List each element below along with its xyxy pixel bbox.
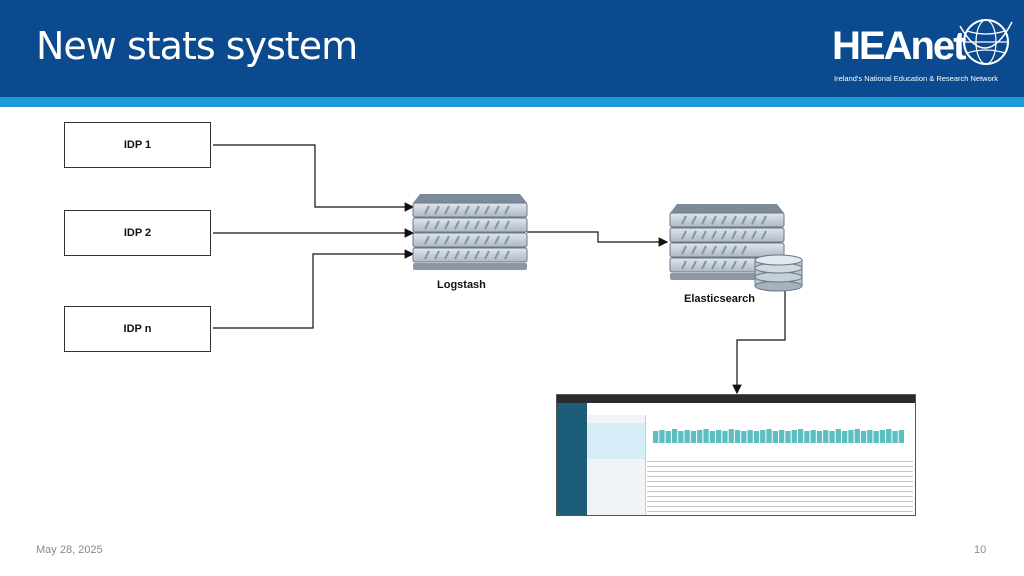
histogram-bar [760,430,766,443]
histogram-bar [653,431,659,443]
histogram-bar [772,431,778,443]
histogram-bar [659,430,665,443]
histogram-bar [722,431,728,443]
histogram-bar [810,430,816,443]
heanet-logo: HEAnet Ireland's National Education & Re… [830,12,1016,92]
histogram-bar [728,429,734,443]
arrow-idpn-logstash [213,249,415,329]
browser-bar [557,395,915,403]
histogram-bar [697,430,703,443]
arrow-elasticsearch-dashboard [732,284,786,395]
histogram-bar [779,430,785,443]
histogram-bar [766,429,772,443]
database-icon [754,254,803,292]
histogram-bar [829,431,835,443]
histogram-bar [747,430,753,443]
histogram-bar [886,429,892,443]
histogram-bar [753,431,760,443]
globe-icon [959,19,1013,65]
elasticsearch-label: Elasticsearch [684,293,755,305]
histogram-bar [848,430,854,443]
histogram-bar [797,429,804,443]
histogram-bar [892,431,898,443]
histogram-bar [835,429,841,443]
histogram-bar [867,430,873,443]
header-stripe [0,97,1024,107]
histogram-bar [804,431,810,443]
histogram-bar [823,430,829,443]
slide-title: New stats system [36,24,358,68]
elasticsearch-server-icon [669,204,803,292]
arrow-idp1-logstash [213,144,415,212]
histogram-bar [734,430,741,443]
slide-date: May 28, 2025 [36,544,103,556]
histogram-bar [860,431,867,443]
histogram-bar [873,431,879,443]
dashboard-panel-highlight [587,423,645,459]
histogram-bars [653,429,904,443]
document-list-lines [647,461,913,515]
histogram-bar [785,431,791,443]
histogram-bar [791,430,797,443]
histogram-bar [684,430,690,443]
idp-label: IDP 1 [123,139,152,151]
logstash-label: Logstash [437,279,486,291]
logo-tagline: Ireland's National Education & Research … [834,74,999,83]
histogram-bar [854,429,860,443]
histogram-bar [665,431,671,443]
histogram-bar [690,431,697,443]
histogram-bar [898,430,904,443]
idp-box-n: IDP n [64,306,211,352]
slide-header [0,0,1024,97]
histogram-bar [879,430,886,443]
histogram-bar [716,430,722,443]
histogram-bar [703,429,709,443]
idp-label: IDP n [123,323,152,335]
histogram-bar [671,429,678,443]
histogram-bar [709,431,715,443]
logstash-server-icon [412,194,528,270]
histogram-bar [816,431,823,443]
dashboard-sidebar [557,403,587,515]
slide-page-number: 10 [974,544,987,556]
idp-box-1: IDP 1 [64,122,211,168]
dashboard-screenshot [556,394,916,516]
idp-label: IDP 2 [123,227,152,239]
logo-wordmark: HEAnet [832,24,966,68]
histogram-bar [678,431,684,443]
arrow-logstash-elasticsearch [527,231,669,247]
histogram-bar [741,431,747,443]
histogram-thumbnail [653,429,904,443]
histogram-bar [842,431,848,443]
idp-box-2: IDP 2 [64,210,211,256]
